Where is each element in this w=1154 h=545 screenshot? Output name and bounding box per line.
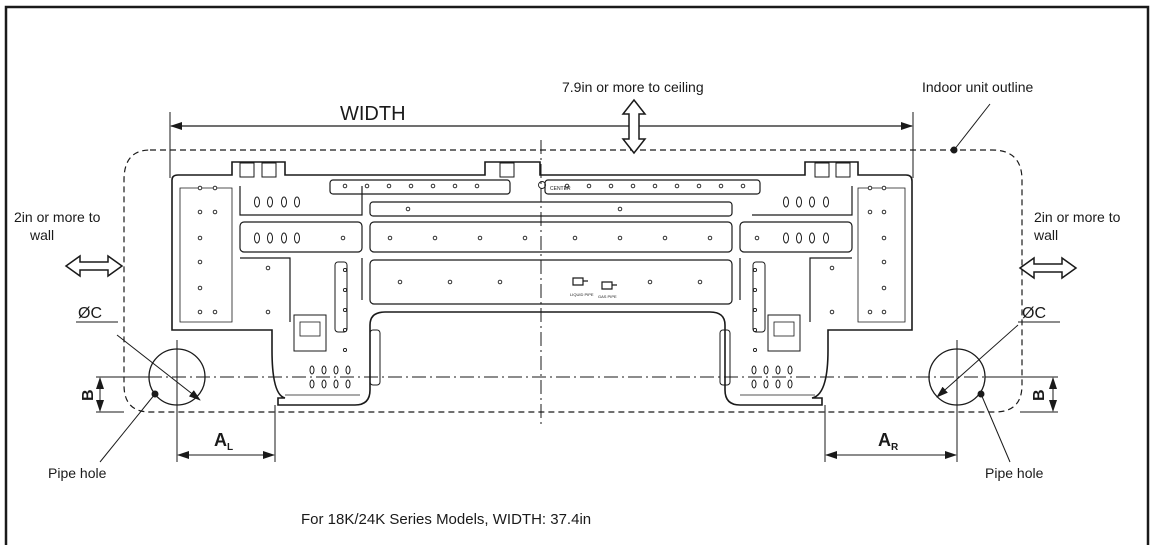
pipe-hole-right-diameter-arrow [936,324,1019,398]
plate-center-circle [538,181,546,189]
a-left-label: AL [214,430,233,453]
b-left-label: B [80,389,97,401]
liquid-pipe-mark: LIQUID PIPE [570,292,594,297]
gas-pipe-mark: GAS PIPE [598,294,617,299]
frame-border [4,5,1150,545]
pipe-hole-left-diameter-arrow [116,334,201,401]
pipe-hole-right-label: Pipe hole [985,465,1044,481]
indoor-unit-outline [123,149,1023,413]
ceiling-clearance-label: 7.9in or more to ceiling [562,79,704,95]
indoor-unit-outline-leader [953,103,991,151]
left-wall-clearance-line1: 2in or more to [14,209,101,225]
left-wall-clearance-line2: wall [29,227,54,243]
indoor-unit-outline-dot [950,146,958,154]
right-wall-clearance-arrow-icon [1018,256,1078,280]
a-right-label: AR [878,430,899,453]
gas-pipe-icon [601,281,617,290]
plate-holes [197,183,887,353]
width-label: WIDTH [340,103,406,125]
indoor-unit-outline-label: Indoor unit outline [922,79,1034,95]
plate-slots [254,196,829,389]
pipe-hole-right-leader [980,393,1011,463]
plate-center-mark: CENTER [550,186,571,192]
liquid-pipe-icon [572,277,588,286]
pipe-hole-left-label: Pipe hole [48,465,107,481]
ceiling-clearance-arrow-icon [621,98,647,155]
pipe-hole-left-leader [99,393,156,463]
footnote: For 18K/24K Series Models, WIDTH: 37.4in [301,511,591,528]
pipe-diameter-right-label: ØC [1022,305,1046,322]
mounting-plate [171,161,913,406]
right-wall-clearance-line1: 2in or more to [1034,209,1121,225]
pipe-diameter-left-label: ØC [78,305,102,322]
b-right-label: B [1031,389,1048,401]
left-wall-clearance-arrow-icon [64,254,124,278]
right-wall-clearance-line2: wall [1033,227,1058,243]
